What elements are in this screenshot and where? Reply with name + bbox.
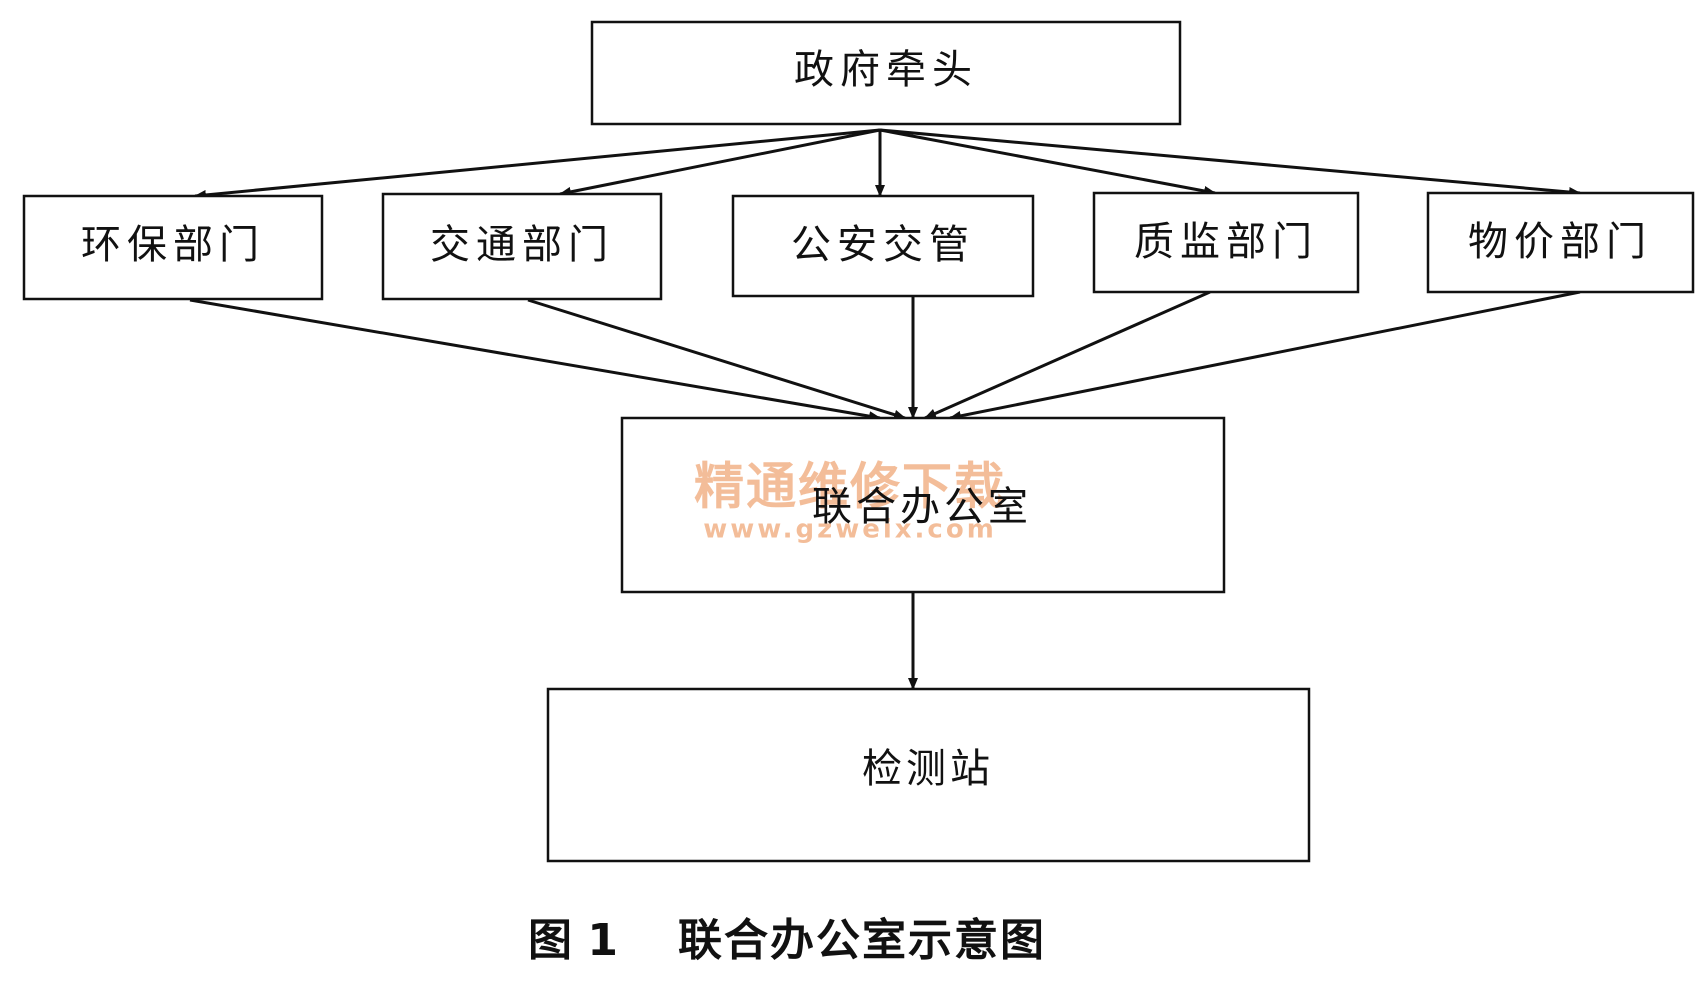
edge-quality-to-office — [924, 290, 1211, 420]
node-quality: 质监部门 — [1092, 191, 1360, 294]
node-office-label: 联合办公室 — [812, 484, 1032, 530]
node-env-label: 环保部门 — [81, 222, 265, 268]
edge-government-to-env — [194, 128, 881, 200]
figure-caption: 图 1 联合办公室示意图 — [528, 915, 1046, 966]
node-office: 精通维修下载 www.gzweix.com 联合办公室 — [620, 416, 1226, 594]
node-police: 公安交管 — [731, 194, 1035, 298]
node-price-label: 物价部门 — [1468, 219, 1652, 265]
node-government-label: 政府牵头 — [794, 47, 978, 93]
node-station: 检测站 — [546, 687, 1311, 863]
edge-price-to-office — [949, 290, 1581, 421]
node-traffic-label: 交通部门 — [430, 222, 614, 268]
edge-env-to-office — [189, 298, 881, 422]
node-government: 政府牵头 — [590, 20, 1182, 126]
node-station-label: 检测站 — [862, 746, 994, 792]
edge-traffic-to-office — [527, 298, 906, 420]
node-quality-label: 质监部门 — [1134, 219, 1318, 265]
node-env: 环保部门 — [22, 194, 324, 301]
watermark-url: www.gzweix.com — [703, 515, 997, 545]
node-price: 物价部门 — [1426, 191, 1695, 294]
edge-government-to-quality — [879, 128, 1216, 196]
caption-figure-number: 图 1 — [528, 915, 618, 966]
edge-government-to-price — [879, 128, 1581, 197]
edge-government-to-traffic — [559, 128, 881, 197]
edges-layer — [189, 128, 1581, 690]
watermark-cn: 精通维修下载 — [694, 458, 1006, 516]
node-traffic: 交通部门 — [381, 192, 663, 301]
node-police-label: 公安交管 — [791, 222, 975, 268]
caption-title: 联合办公室示意图 — [678, 915, 1046, 966]
